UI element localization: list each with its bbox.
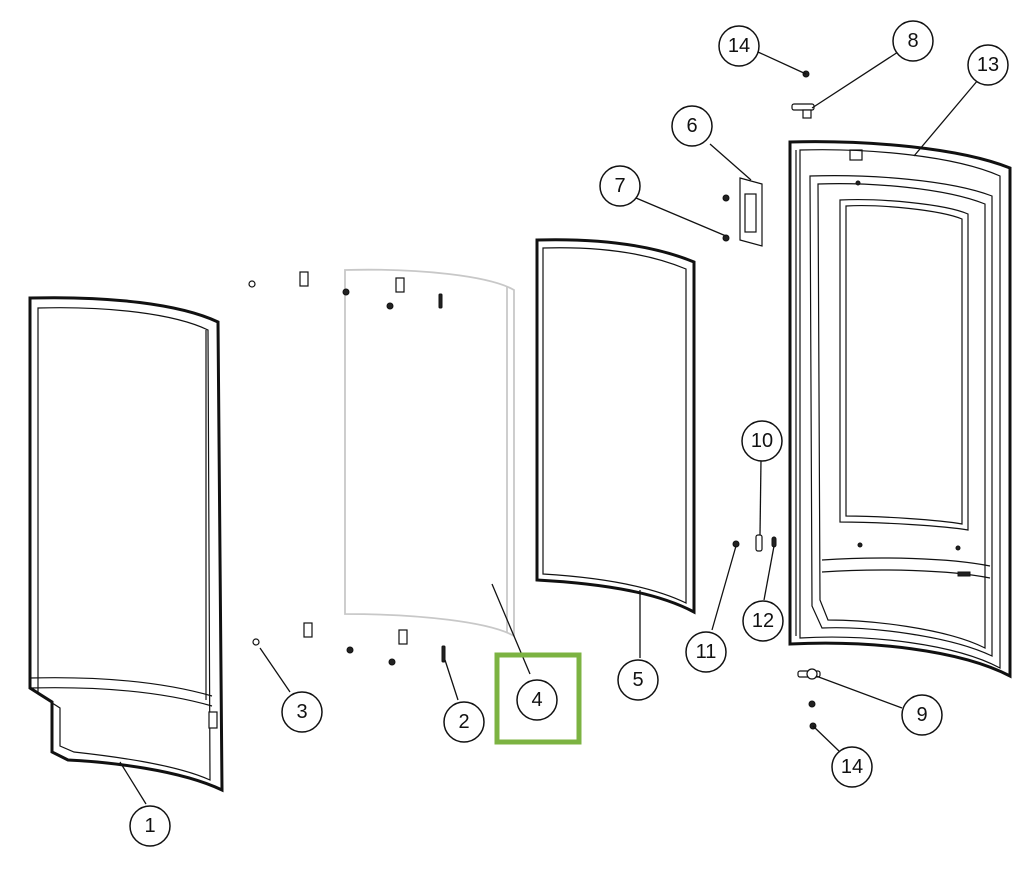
callout-5-label: 5 — [632, 669, 643, 691]
callout-14-top: 14 — [718, 25, 760, 67]
callout-6-label: 6 — [686, 115, 697, 137]
callout-9-label: 9 — [916, 704, 927, 726]
callout-8: 8 — [892, 20, 934, 62]
callout-13: 13 — [967, 44, 1009, 86]
callout-11: 11 — [685, 631, 727, 673]
part-12-pin — [771, 536, 777, 548]
part-8-top-hinge — [791, 103, 815, 119]
part-5-gasket — [535, 238, 696, 615]
part-9-bottom-hinge — [797, 668, 821, 680]
callout-9: 9 — [901, 694, 943, 736]
part-6-handle-bracket — [739, 177, 763, 247]
part-2-clips — [299, 271, 446, 663]
callout-2-label: 2 — [458, 711, 469, 733]
callout-13-label: 13 — [977, 54, 999, 76]
leader-lines — [119, 51, 979, 805]
callout-14-bottom: 14 — [831, 746, 873, 788]
callout-8-label: 8 — [907, 30, 918, 52]
part-1-outer-frame — [28, 296, 224, 793]
part-7-screws — [722, 194, 730, 242]
callout-12-label: 12 — [752, 610, 774, 632]
callout-1: 1 — [129, 805, 171, 847]
part-13-door-frame — [788, 140, 1012, 679]
callout-5: 5 — [617, 659, 659, 701]
callout-2: 2 — [443, 701, 485, 743]
highlight-box — [494, 652, 582, 745]
part-10-latch — [755, 534, 763, 552]
callout-14-bottom-label: 14 — [841, 756, 863, 778]
callout-4: 4 — [516, 679, 558, 721]
callout-14-top-label: 14 — [728, 35, 750, 57]
callout-1-label: 1 — [144, 815, 155, 837]
callout-11-label: 11 — [696, 641, 717, 663]
callout-7-label: 7 — [614, 175, 625, 197]
part-4-glass-panel — [344, 268, 515, 638]
callout-10: 10 — [741, 420, 783, 462]
part-14-bottom-pin — [808, 700, 817, 730]
callout-12: 12 — [742, 600, 784, 642]
callout-3-label: 3 — [296, 701, 307, 723]
part-3-fasteners — [248, 280, 396, 666]
callout-3: 3 — [281, 691, 323, 733]
callout-4-label: 4 — [531, 689, 542, 711]
callout-7: 7 — [599, 165, 641, 207]
callout-6: 6 — [671, 105, 713, 147]
callout-10-label: 10 — [751, 430, 773, 452]
